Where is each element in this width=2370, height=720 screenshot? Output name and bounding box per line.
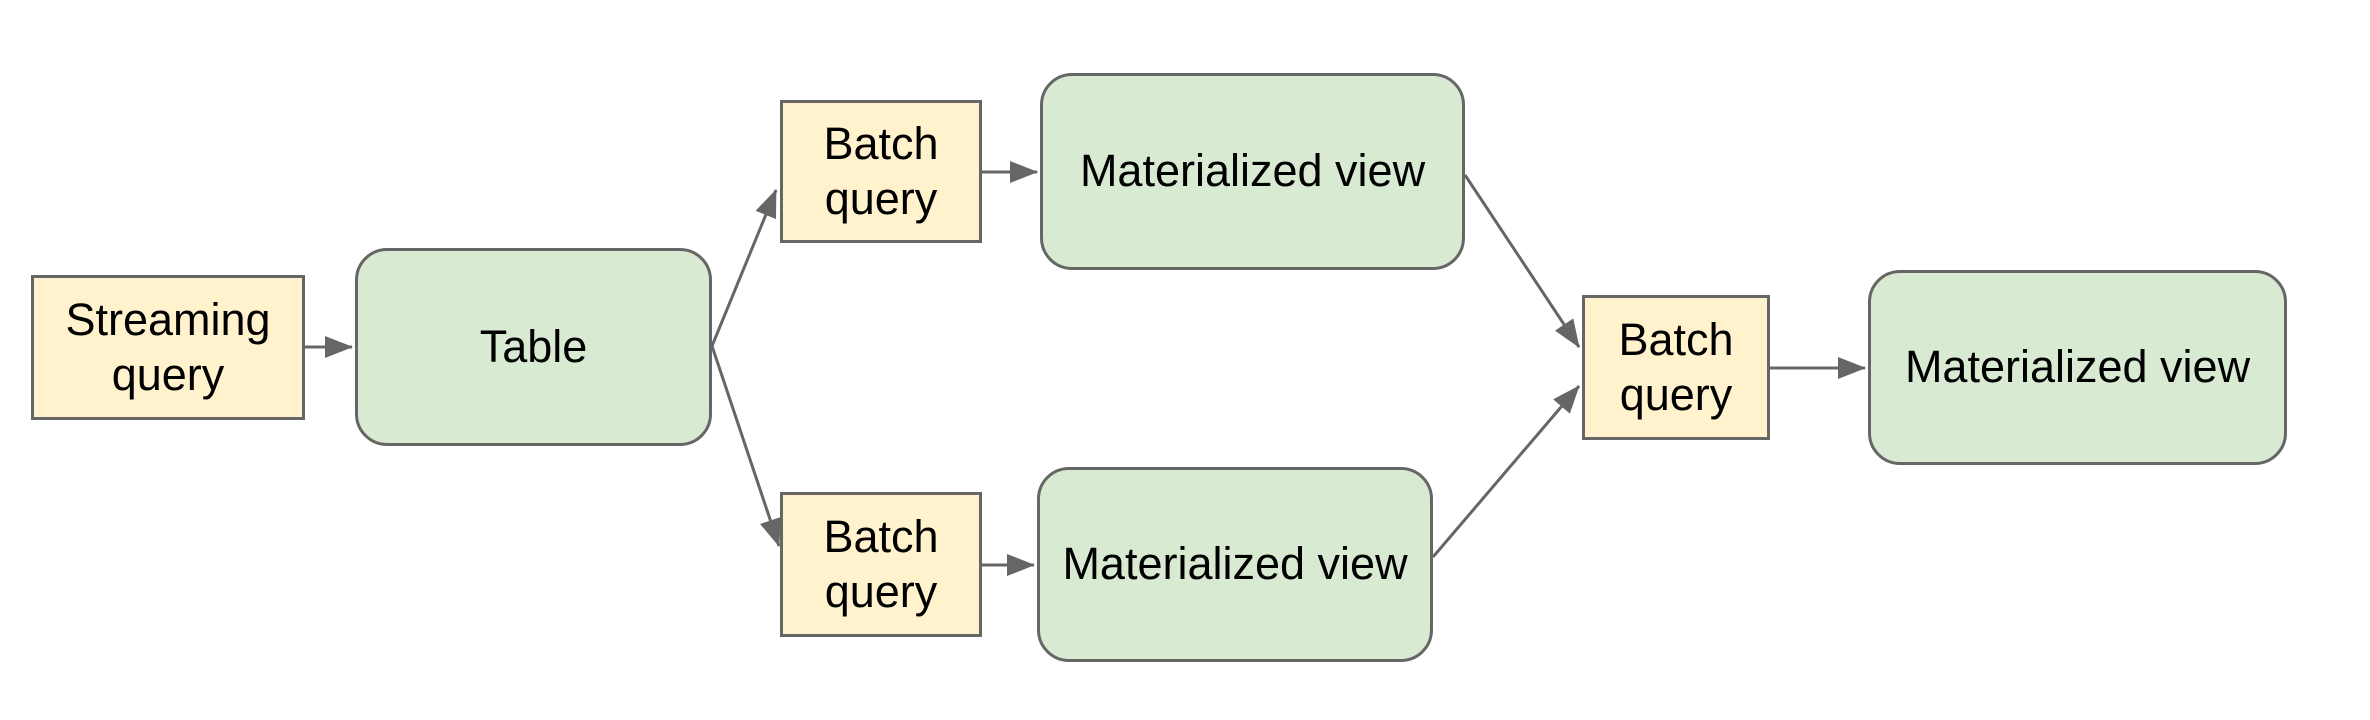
node-materialized-view-bottom: Materialized view: [1037, 467, 1433, 662]
edge-materialized-view-top-to-batch-query-right: [1463, 174, 1581, 348]
edge-materialized-view-bottom-to-batch-query-right: [1431, 385, 1581, 558]
node-label: Materialized view: [1079, 145, 1426, 197]
node-table: Table: [355, 248, 712, 446]
edge-table-to-batch-query-bottom: [710, 345, 781, 547]
node-label: Batch query: [823, 117, 939, 224]
node-batch-query-top: Batch query: [780, 100, 982, 243]
node-batch-query-right: Batch query: [1582, 295, 1770, 440]
node-streaming-query: Streaming query: [31, 275, 305, 420]
node-label: Batch query: [1618, 313, 1734, 420]
node-materialized-view-top: Materialized view: [1040, 73, 1465, 270]
node-label: Table: [479, 320, 588, 372]
node-label: Materialized view: [1062, 538, 1408, 590]
node-label: Batch query: [823, 510, 939, 617]
edge-table-to-batch-query-top: [710, 189, 778, 347]
node-materialized-view-right: Materialized view: [1868, 270, 2287, 465]
node-label: Streaming query: [65, 293, 271, 400]
node-label: Materialized view: [1904, 341, 2251, 393]
node-batch-query-bottom: Batch query: [780, 492, 982, 637]
